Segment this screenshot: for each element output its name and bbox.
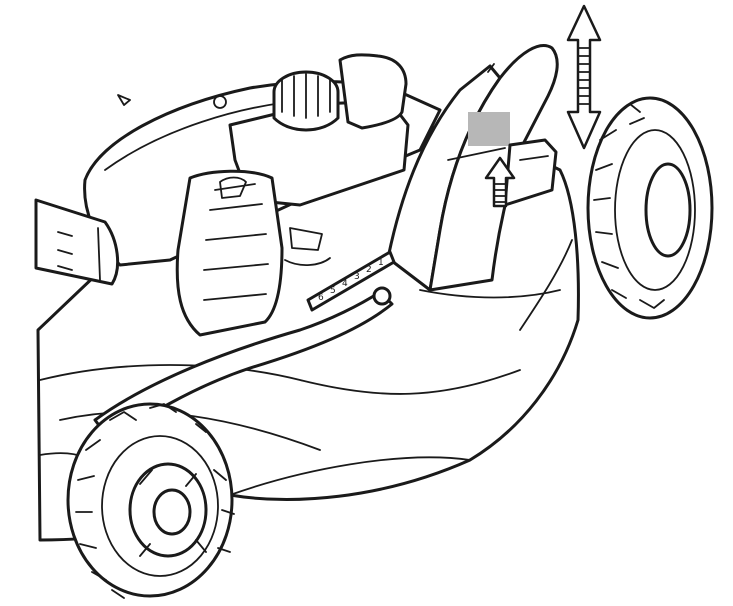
- front-wheel: [66, 402, 235, 599]
- height-scale: 6 5 4 3 2 1: [306, 250, 396, 312]
- axle-link-arm: [93, 286, 394, 442]
- scale-label: 3: [354, 272, 360, 282]
- double-arrow-icon: [566, 4, 602, 150]
- engine: [175, 53, 410, 337]
- scale-label: 5: [330, 286, 336, 296]
- scale-label: 4: [342, 279, 348, 289]
- rear-wheel: [586, 96, 714, 320]
- up-arrow-icon: [484, 156, 516, 208]
- lever-grip-highlight: [468, 112, 510, 146]
- handle-bar: [34, 198, 120, 286]
- scale-label: 6: [318, 293, 324, 303]
- scale-label: 1: [378, 258, 384, 268]
- scale-label: 2: [366, 265, 372, 275]
